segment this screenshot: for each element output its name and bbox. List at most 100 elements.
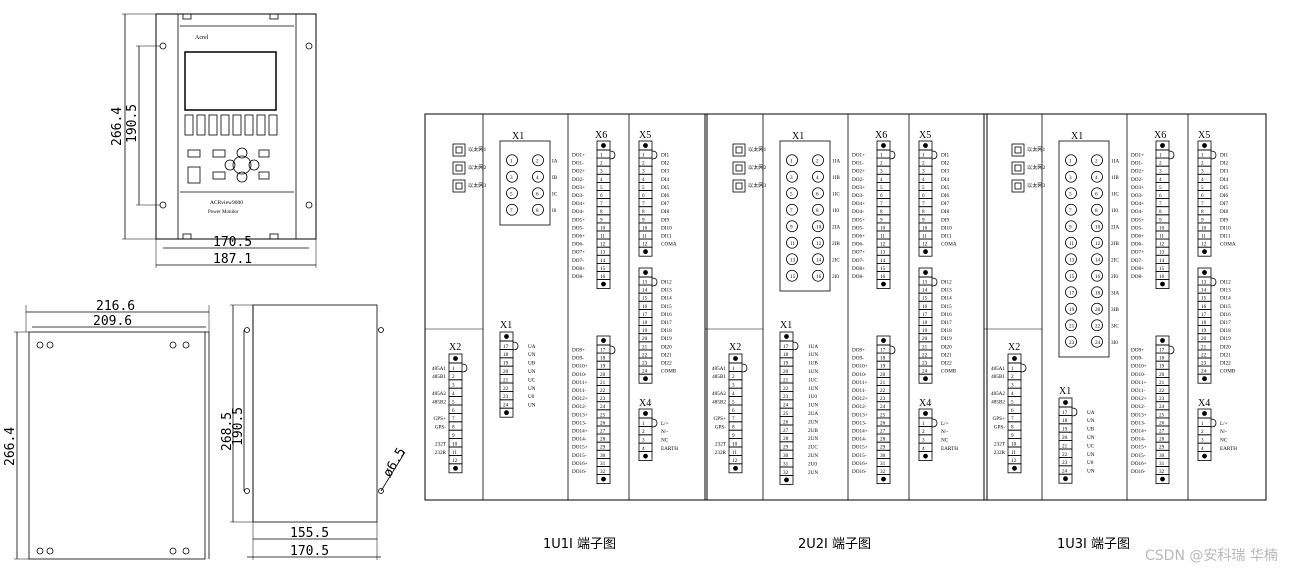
terminal-number: 1 — [600, 153, 603, 159]
x4-pin-label: EARTH — [1220, 446, 1237, 452]
screw-icon — [923, 411, 928, 416]
terminal-cell — [448, 429, 463, 440]
terminal-number: 6 — [642, 193, 645, 199]
port-inner — [1014, 164, 1022, 172]
terminal-number: 32 — [880, 469, 886, 475]
terminal-number: 19 — [783, 361, 789, 367]
terminal-cell — [1007, 421, 1022, 431]
x2-pin-label: GPS- — [715, 425, 727, 431]
diagram-caption-3: 1U3I 端子图 — [1057, 537, 1130, 552]
x1-voltage-label: UA — [528, 344, 536, 350]
ct-terminal-icon — [506, 170, 518, 183]
x6-do-label: DO9+ — [572, 348, 585, 354]
terminal-number: 9 — [1159, 217, 1162, 223]
terminal-number: 5 — [880, 185, 883, 191]
x6-do-label: DO9- — [1131, 356, 1143, 362]
ct-number: 5 — [510, 191, 513, 197]
terminal-number: 15 — [1159, 266, 1165, 272]
terminal-number: 19 — [1062, 427, 1068, 433]
terminal-number: 24 — [922, 369, 928, 375]
terminal-cell — [728, 387, 743, 398]
terminal-number: 27 — [880, 429, 886, 435]
x5-di-label: DI11 — [1220, 234, 1231, 240]
x5-di-label: DI12 — [941, 280, 952, 286]
terminal-number: 22 — [1201, 352, 1207, 358]
terminal-number: 18 — [922, 320, 928, 326]
ct-terminal-icon — [506, 203, 518, 216]
x1-voltage-label: 2UC — [808, 445, 818, 451]
ct-number: 5 — [1069, 191, 1072, 197]
terminal-number: 2 — [642, 429, 645, 435]
x5-di-label: DI3 — [1220, 169, 1228, 175]
x6-do-label: DO5+ — [852, 217, 865, 223]
terminal-cell — [1155, 181, 1170, 191]
x6-do-label: DO6+ — [852, 234, 865, 240]
screw-icon — [784, 334, 789, 339]
x6-do-label: DO12- — [1131, 404, 1146, 410]
x6-do-label: DO10- — [852, 372, 867, 378]
terminal-cell — [448, 396, 463, 406]
front-view: Acrel ACRview9000 Power Monitor 266.4 19… — [110, 13, 317, 268]
terminal-number: 27 — [600, 429, 606, 435]
ct-number: 12 — [816, 241, 822, 247]
x6-do-label: DO16- — [852, 469, 867, 475]
terminal-number: 21 — [783, 377, 789, 383]
x1-voltage-label: UB — [528, 361, 536, 367]
port-inner — [455, 182, 463, 190]
ct-number: 20 — [1095, 307, 1101, 313]
terminal-number: 7 — [922, 201, 925, 207]
x6-do-label: DO3- — [1131, 193, 1143, 199]
mounting-screws — [36, 341, 190, 555]
x5-di-label: DI21 — [1220, 352, 1231, 358]
x4-pin-label: NC — [661, 438, 669, 444]
terminal-number: 7 — [880, 201, 883, 207]
ct-terminal-icon — [1091, 236, 1103, 249]
terminal-number: 2 — [1201, 161, 1204, 167]
terminal-number: 23 — [922, 361, 928, 367]
terminal-cell — [638, 165, 653, 175]
x5-di-label: DI11 — [941, 234, 952, 240]
ct-label: 2IC — [832, 257, 840, 263]
screw-icon — [1202, 411, 1207, 416]
terminal-number: 20 — [1159, 372, 1165, 378]
terminal-number: 1 — [1201, 153, 1204, 159]
x6-do-label: DO10+ — [572, 364, 588, 370]
x1-voltage-label: 1UN — [808, 386, 818, 392]
x5-di-label: DI8 — [661, 209, 669, 215]
x1-voltage-label: 2UA — [808, 411, 818, 417]
terminal-number: 5 — [732, 399, 735, 405]
screw-icon — [1202, 453, 1207, 459]
terminal-cell — [1197, 214, 1212, 224]
x6-do-label: DO1- — [852, 161, 864, 167]
x1-voltage-label: UN — [528, 369, 536, 375]
x5-di-label: DI20 — [661, 344, 672, 350]
latch — [512, 341, 519, 351]
x6-do-label: DO13- — [1131, 420, 1146, 426]
terminal-number: 1 — [880, 153, 883, 159]
terminal-number: 1 — [642, 153, 645, 159]
x1-voltage-header: X1 — [780, 320, 792, 331]
ct-terminal-icon — [1091, 154, 1103, 167]
terminal-cell — [1197, 425, 1212, 436]
x5-di-label: DI4 — [1220, 177, 1228, 183]
terminal-number: 24 — [642, 369, 648, 375]
x5-di-label: DI8 — [1220, 209, 1228, 215]
x5-di-label: DI17 — [1220, 320, 1231, 326]
x5-di-label: DI14 — [661, 296, 672, 302]
x6-do-label: DO14- — [572, 437, 587, 443]
x5-di-label: DI17 — [941, 320, 952, 326]
terminal-number: 11 — [452, 450, 457, 456]
screw-icon — [881, 338, 886, 343]
terminal-cell — [1197, 149, 1212, 159]
terminal-cell — [596, 206, 611, 216]
hole-diameter: ø6.5 — [380, 445, 409, 480]
ct-terminal-icon — [532, 154, 544, 167]
x1-voltage-label: 1UN — [808, 352, 818, 358]
x5-di-label: DI9 — [1220, 217, 1228, 223]
terminal-cell — [596, 190, 611, 200]
